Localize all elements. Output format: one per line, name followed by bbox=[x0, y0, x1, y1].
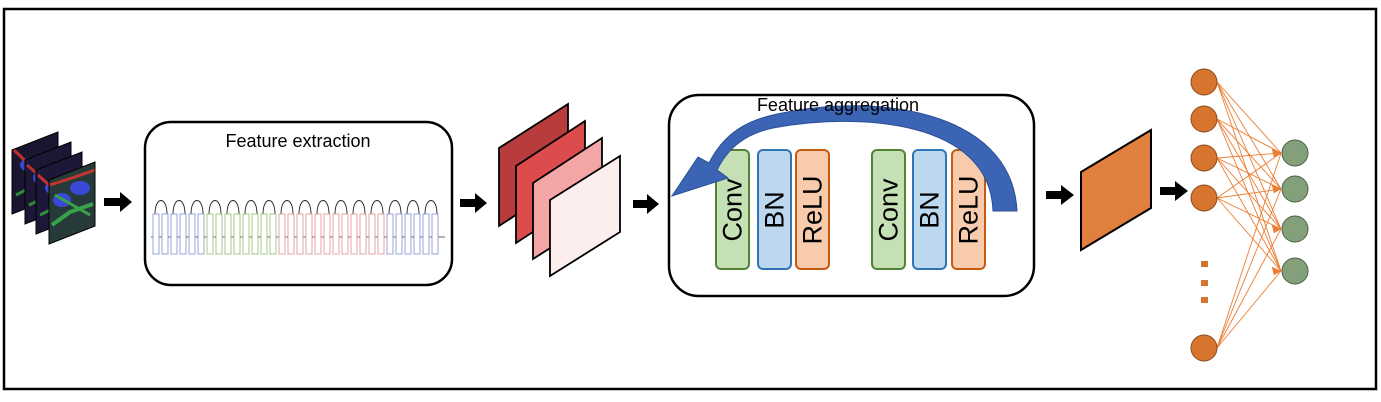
arrow-right-icon bbox=[1046, 185, 1074, 205]
arrow-right-icon bbox=[1160, 181, 1188, 201]
residual-block bbox=[422, 200, 439, 255]
residual-block bbox=[278, 200, 295, 255]
residual-block bbox=[332, 200, 349, 255]
output-node bbox=[1281, 139, 1309, 167]
aggregation-blocks: Conv BN ReLU Conv BN ReLU bbox=[715, 149, 986, 270]
aggregation-block-relu: ReLU bbox=[951, 149, 986, 270]
residual-block bbox=[224, 200, 241, 255]
aggregation-block-label: ReLU bbox=[954, 175, 984, 244]
arrow-right-icon bbox=[633, 194, 659, 214]
output-node bbox=[1281, 175, 1309, 203]
residual-block bbox=[206, 200, 223, 255]
aggregation-block-conv: Conv bbox=[871, 149, 906, 270]
aggregation-block-relu: ReLU bbox=[795, 149, 830, 270]
feature-extraction-title: Feature extraction bbox=[225, 131, 370, 151]
arrow-right-icon bbox=[104, 192, 132, 212]
input-node bbox=[1190, 105, 1218, 133]
ellipsis-dot bbox=[1201, 261, 1208, 267]
aggregation-block-bn: BN bbox=[912, 149, 947, 270]
residual-block bbox=[188, 200, 205, 255]
residual-block bbox=[314, 200, 331, 255]
residual-block bbox=[296, 200, 313, 255]
aggregation-block-label: BN bbox=[915, 191, 945, 229]
aggregation-block-label: Conv bbox=[874, 178, 904, 242]
arrow-right-icon bbox=[460, 193, 487, 213]
output-node bbox=[1281, 257, 1309, 285]
residual-block bbox=[404, 200, 421, 255]
fully-connected-layer bbox=[1190, 68, 1309, 362]
residual-block bbox=[242, 200, 259, 255]
fc-connections bbox=[1216, 81, 1282, 349]
input-node bbox=[1190, 68, 1218, 96]
ellipsis-dot bbox=[1201, 297, 1208, 303]
residual-block bbox=[368, 200, 385, 255]
residual-block bbox=[350, 200, 367, 255]
skip-connection-arrow bbox=[670, 105, 1018, 212]
aggregation-block-bn: BN bbox=[757, 149, 792, 270]
feature-maps bbox=[498, 102, 621, 278]
residual-block bbox=[386, 200, 403, 255]
input-node bbox=[1190, 144, 1218, 172]
aggregation-block-label: Conv bbox=[718, 178, 748, 242]
input-image-stack bbox=[11, 131, 96, 245]
residual-block bbox=[260, 200, 277, 255]
aggregation-block-label: ReLU bbox=[798, 175, 828, 244]
aggregation-block-label: BN bbox=[760, 191, 790, 229]
input-node bbox=[1190, 184, 1218, 212]
residual-block bbox=[170, 200, 187, 255]
feature-map-layer bbox=[549, 154, 621, 278]
feature-extraction-stage: Feature extraction bbox=[143, 120, 454, 287]
feature-aggregation-title: Feature aggregation bbox=[757, 95, 919, 115]
outer-frame bbox=[2, 7, 1378, 391]
residual-block bbox=[152, 200, 169, 255]
pooled-feature-map bbox=[1080, 128, 1152, 252]
residual-blocks bbox=[152, 200, 439, 255]
aggregation-block-conv: Conv bbox=[715, 149, 750, 270]
input-node bbox=[1190, 334, 1218, 362]
output-node bbox=[1281, 215, 1309, 243]
ellipsis-dot bbox=[1201, 280, 1208, 286]
feature-aggregation-stage: Conv BN ReLU Conv BN ReLU Feature aggregation bbox=[667, 93, 1036, 298]
